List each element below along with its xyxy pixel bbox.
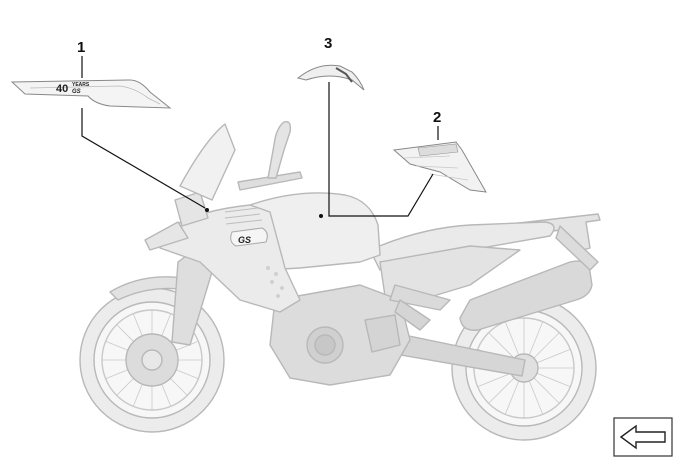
- leader-3-and-2: [328, 82, 434, 217]
- back-button[interactable]: [613, 417, 673, 457]
- decal-part-2: [392, 141, 487, 193]
- arrow-left-icon: [619, 424, 666, 450]
- decal1-small-bottom: GS: [72, 89, 81, 95]
- decal-part-3: [296, 64, 365, 91]
- callout-number-3: 3: [324, 35, 332, 52]
- tank-badge-decal: GS: [230, 227, 268, 247]
- leader-1-to-bike: [81, 108, 206, 209]
- callout-number-2: 2: [433, 109, 441, 126]
- decal-part-1: 40 YEARS GS: [10, 79, 172, 109]
- decal1-small-top: YEARS: [72, 82, 90, 88]
- tank-badge-text: GS: [238, 235, 251, 245]
- front-wheel: [79, 287, 225, 433]
- leader-lines: [81, 56, 439, 218]
- decal1-big-number: 40: [56, 83, 68, 95]
- motorcycle-illustration: [79, 121, 601, 441]
- callout-number-1: 1: [77, 39, 85, 56]
